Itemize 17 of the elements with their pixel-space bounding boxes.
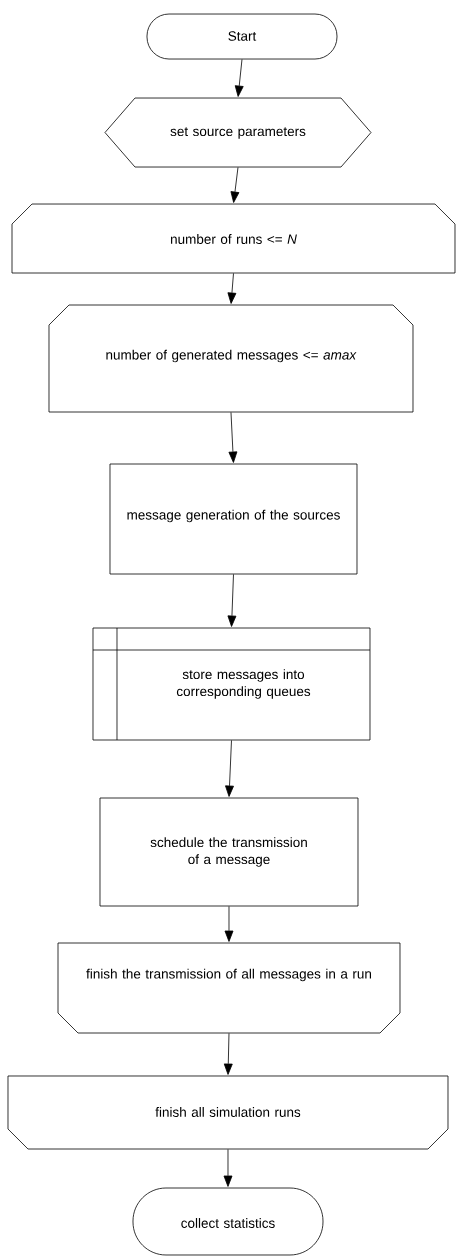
arrow: [225, 740, 234, 797]
arrow: [227, 574, 237, 627]
arrow: [227, 273, 237, 304]
loop-start-box: number of runs <= N: [11, 203, 456, 274]
preparation-hexagon: set source parameters: [104, 97, 372, 168]
arrow: [234, 59, 244, 97]
process-box: message generation of the sources: [109, 463, 358, 575]
arrow: [230, 167, 240, 203]
arrow: [223, 1149, 233, 1187]
internal-storage-box: store messages into corresponding queues: [92, 627, 371, 741]
process-box: schedule the transmission of a message: [99, 797, 359, 907]
arrow: [224, 906, 234, 942]
loop-start-box: number of generated messages <= amax: [48, 304, 414, 413]
arrow: [223, 1033, 233, 1075]
loop-end-box: finish the transmission of all messages in a run: [57, 942, 401, 1034]
loop-end-box: finish all simulation runs: [7, 1075, 449, 1150]
arrow: [228, 412, 238, 463]
